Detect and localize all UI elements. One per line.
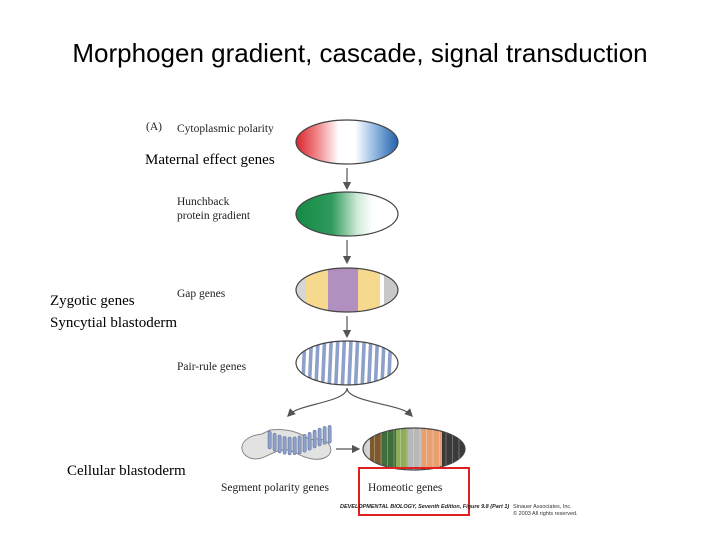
pair-rule-stripe [307, 341, 314, 385]
note-zygotic-genes: Zygotic genes [50, 293, 135, 309]
note-cellular-blastoderm: Cellular blastoderm [67, 463, 186, 479]
embryo-cytoplasmic-polarity [295, 119, 399, 165]
segment-polarity-stripe [312, 429, 317, 449]
segment-polarity-stripe [327, 425, 332, 444]
pair-rule-stripe [360, 341, 366, 385]
segment-polarity-stripe [317, 427, 322, 447]
pair-rule-stripe [334, 341, 340, 385]
segment-polarity-stripe [302, 434, 307, 453]
label-gap-genes: Gap genes [177, 288, 226, 300]
pair-rule-stripe [380, 341, 386, 385]
label-cytoplasmic-polarity: Cytoplasmic polarity [177, 123, 274, 135]
segment-polarity-stripe [292, 436, 297, 456]
segment-polarity-stripe [297, 435, 302, 455]
figure-credit-book: DEVELOPMENTAL BIOLOGY, Seventh Edition, … [340, 504, 509, 510]
segment-polarity-stripe [282, 436, 287, 455]
segment-polarity-stripe [267, 430, 272, 450]
pair-rule-stripe [347, 341, 353, 385]
pair-rule-stripe [367, 341, 373, 385]
homeotic-highlight-box [358, 467, 470, 516]
segment-polarity-stripe [322, 426, 327, 445]
label-pair-rule-genes: Pair-rule genes [177, 361, 247, 373]
label-segment-polarity-genes: Segment polarity genes [221, 482, 329, 494]
pair-rule-stripe [340, 341, 347, 385]
slide-title: Morphogen gradient, cascade, signal tran… [72, 38, 648, 68]
pair-rule-stripe [314, 341, 320, 385]
embryo-hunchback-gradient [295, 191, 399, 237]
embryo-pair-rule-genes [301, 341, 393, 385]
arrow-branch-left [287, 387, 348, 417]
segment-polarity-stripe [307, 431, 312, 451]
pair-rule-stripe [373, 341, 380, 385]
panel-label: (A) [146, 121, 162, 133]
segment-polarity-stripe [287, 436, 292, 456]
note-maternal-effect-genes: Maternal effect genes [145, 152, 275, 168]
embryo-segment-polarity [241, 425, 332, 460]
pair-rule-stripe [327, 341, 333, 385]
segment-polarity-stripe [277, 434, 282, 454]
arrow-branch-right [346, 387, 413, 417]
embryo-gap-genes [296, 268, 398, 312]
segment-polarity-stripe [272, 432, 277, 452]
figure-credit-rights: © 2003 All rights reserved. [513, 510, 578, 517]
note-syncytial-blastoderm: Syncytial blastoderm [50, 315, 178, 331]
label-protein-gradient: protein gradient [177, 210, 251, 222]
pair-rule-stripe [353, 341, 360, 385]
label-homeotic-genes: Homeotic genes [368, 482, 443, 494]
label-hunchback: Hunchback [177, 196, 230, 208]
pair-rule-stripe [320, 341, 327, 385]
figure-credit-publisher: Sinauer Associates, Inc. [513, 504, 572, 510]
